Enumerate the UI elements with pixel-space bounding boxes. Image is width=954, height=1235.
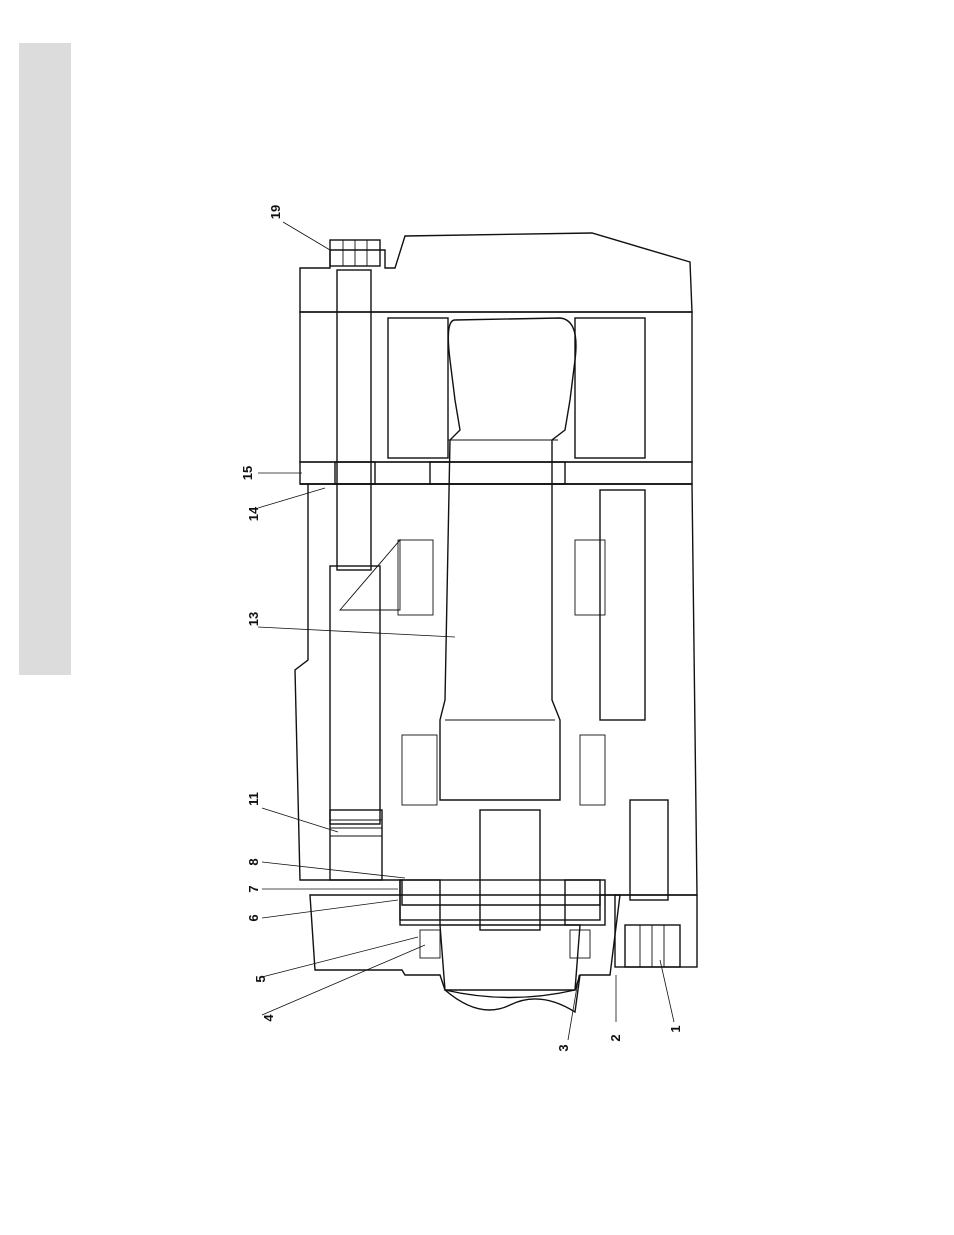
inner-cavity [340,490,645,805]
callout-13: 13 [246,612,261,626]
port-plug [615,800,697,967]
callout-8: 8 [246,858,261,865]
housing [295,484,697,905]
callout-7: 7 [246,885,261,892]
callout-11: 11 [246,792,261,806]
callout-15: 15 [240,466,255,480]
callout-4: 4 [261,1014,276,1022]
callout-2: 2 [608,1034,623,1041]
leader-lines [258,222,674,1040]
callout-3: 3 [556,1044,571,1051]
callout-5: 5 [253,975,268,982]
tie-bolt [330,270,382,880]
callout-6: 6 [246,914,261,921]
end-cap [300,233,692,312]
spacer-plate [300,462,692,484]
drive-link [440,318,576,800]
callout-14: 14 [246,506,261,521]
callout-1: 1 [668,1025,683,1032]
front-flange [310,895,620,1012]
output-shaft [400,810,605,930]
callout-19: 19 [268,205,283,219]
gerotor-section [300,312,692,462]
